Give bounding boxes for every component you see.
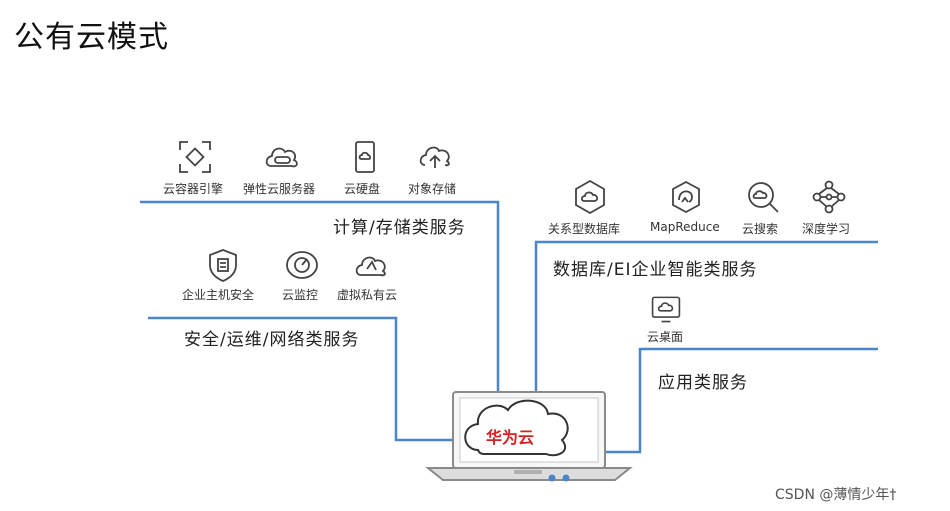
- security-item-label: 云监控: [282, 288, 319, 302]
- application-connector: [570, 347, 878, 454]
- host-security-icon: [204, 246, 242, 284]
- database-group-label: 数据库/EI企业智能类服务: [553, 260, 758, 280]
- security-connector: [148, 316, 470, 442]
- compute-item-label: 云硬盘: [344, 182, 381, 196]
- application-group-label: 应用类服务: [658, 373, 748, 393]
- elastic-server-icon: [263, 138, 301, 176]
- object-storage-icon: [416, 138, 454, 176]
- deep-learning-icon: [810, 178, 848, 216]
- database-item-label: 关系型数据库: [548, 222, 621, 236]
- mapreduce-icon: [667, 178, 705, 216]
- cloud-search-icon: [744, 178, 782, 216]
- security-item-label: 虚拟私有云: [337, 288, 398, 302]
- compute-group-label: 计算/存储类服务: [333, 218, 466, 238]
- cloud-monitor-icon: [283, 246, 321, 284]
- database-item-label: 深度学习: [802, 222, 851, 236]
- database-item-label: MapReduce: [650, 220, 720, 234]
- application-item-label: 云桌面: [647, 330, 684, 344]
- container-engine-icon: [176, 138, 214, 176]
- security-group-label: 安全/运维/网络类服务: [184, 330, 360, 350]
- database-connector: [534, 240, 878, 412]
- database-item-label: 云搜索: [742, 222, 779, 236]
- compute-item-label: 弹性云服务器: [243, 182, 316, 196]
- watermark: CSDN @薄情少年†: [775, 487, 897, 503]
- center-cloud-label: 华为云: [486, 428, 535, 447]
- cloud-shape: [464, 399, 569, 457]
- vpc-icon: [352, 246, 390, 284]
- compute-connector: [140, 200, 500, 395]
- compute-item-label: 对象存储: [408, 182, 457, 196]
- page-title: 公有云模式: [14, 20, 169, 55]
- compute-item-label: 云容器引擎: [163, 182, 224, 196]
- cloud-desktop-icon: [649, 292, 683, 326]
- cloud-disk-icon: [346, 138, 384, 176]
- relational-db-icon: [571, 178, 609, 216]
- security-item-label: 企业主机安全: [182, 288, 255, 302]
